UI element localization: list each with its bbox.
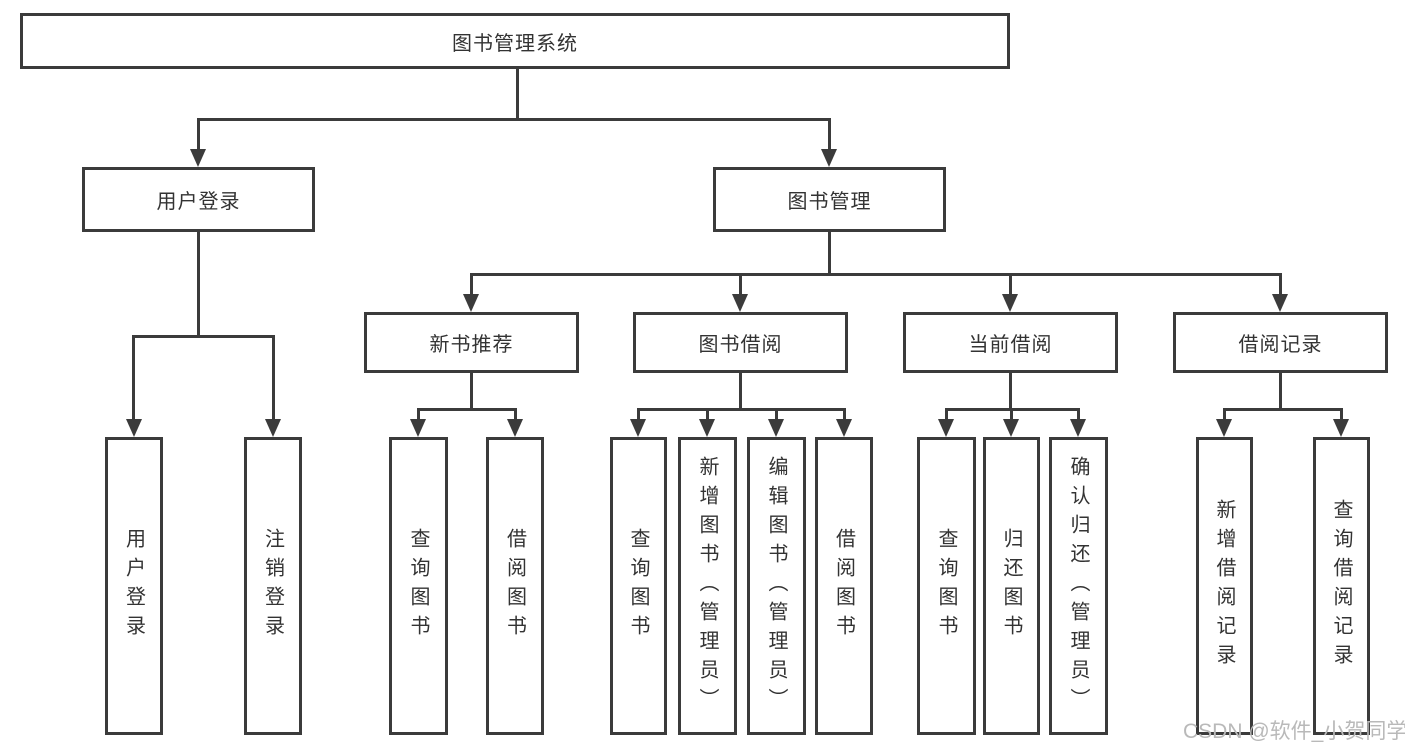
connector-line [706,408,709,421]
connector-line [945,408,948,421]
connector-line [739,273,742,296]
connector-line [1279,273,1282,296]
connector-line [637,408,846,411]
arrowhead-icon [732,294,748,312]
arrowhead-icon [507,419,523,437]
connector-line [775,408,778,421]
node-logout: 注销登录 [244,437,302,735]
node-borrow-records: 借阅记录 [1173,312,1388,373]
node-newbook-borrow-books: 借阅图书 [486,437,544,735]
arrowhead-icon [630,419,646,437]
connector-line [470,373,473,410]
connector-line [828,232,831,276]
node-borrowing-borrow-books: 借阅图书 [815,437,873,735]
connector-line [516,69,519,120]
node-user-login-leaf: 用户登录 [105,437,163,735]
connector-line [1009,273,1012,296]
connector-line [272,335,275,423]
connector-line [1279,373,1282,410]
connector-line [843,408,846,421]
connector-line [514,408,517,421]
node-current-query-books: 查询图书 [917,437,976,735]
node-current-borrowing: 当前借阅 [903,312,1118,373]
arrowhead-icon [126,419,142,437]
connector-line [1223,408,1343,411]
arrowhead-icon [410,419,426,437]
csdn-watermark: CSDN @软件_小贺同学 [1183,720,1405,743]
node-return-books: 归还图书 [983,437,1040,735]
arrowhead-icon [938,419,954,437]
node-book-borrowing: 图书借阅 [633,312,848,373]
arrowhead-icon [699,419,715,437]
node-new-book-recommend: 新书推荐 [364,312,579,373]
node-query-borrow-record: 查询借阅记录 [1313,437,1370,735]
connector-line [197,118,831,121]
node-add-books-admin: 新增图书（管理员） [678,437,737,735]
connector-line [197,118,200,153]
connector-line [132,335,275,338]
connector-line [1223,408,1226,421]
arrowhead-icon [463,294,479,312]
arrowhead-icon [1272,294,1288,312]
node-add-borrow-record: 新增借阅记录 [1196,437,1253,735]
connector-line [197,232,200,338]
arrowhead-icon [1002,294,1018,312]
node-user-login: 用户登录 [82,167,315,232]
arrowhead-icon [836,419,852,437]
arrowhead-icon [265,419,281,437]
node-root: 图书管理系统 [20,13,1010,69]
node-edit-books-admin: 编辑图书（管理员） [747,437,806,735]
node-newbook-query-books: 查询图书 [389,437,448,735]
connector-line [132,335,135,423]
connector-line [470,273,473,296]
connector-line [417,408,420,421]
connector-line [1077,408,1080,421]
connector-line [1009,373,1012,410]
connector-line [739,373,742,410]
arrowhead-icon [1003,419,1019,437]
connector-line [417,408,517,411]
arrowhead-icon [1070,419,1086,437]
arrowhead-icon [1333,419,1349,437]
arrowhead-icon [768,419,784,437]
node-book-management: 图书管理 [713,167,946,232]
connector-line [828,118,831,153]
connector-line [637,408,640,421]
connector-line [1010,408,1013,421]
arrowhead-icon [821,149,837,167]
node-confirm-return-admin: 确认归还（管理员） [1049,437,1108,735]
connector-line [470,273,1282,276]
connector-line [1340,408,1343,421]
node-borrowing-query-books: 查询图书 [610,437,667,735]
arrowhead-icon [1216,419,1232,437]
arrowhead-icon [190,149,206,167]
